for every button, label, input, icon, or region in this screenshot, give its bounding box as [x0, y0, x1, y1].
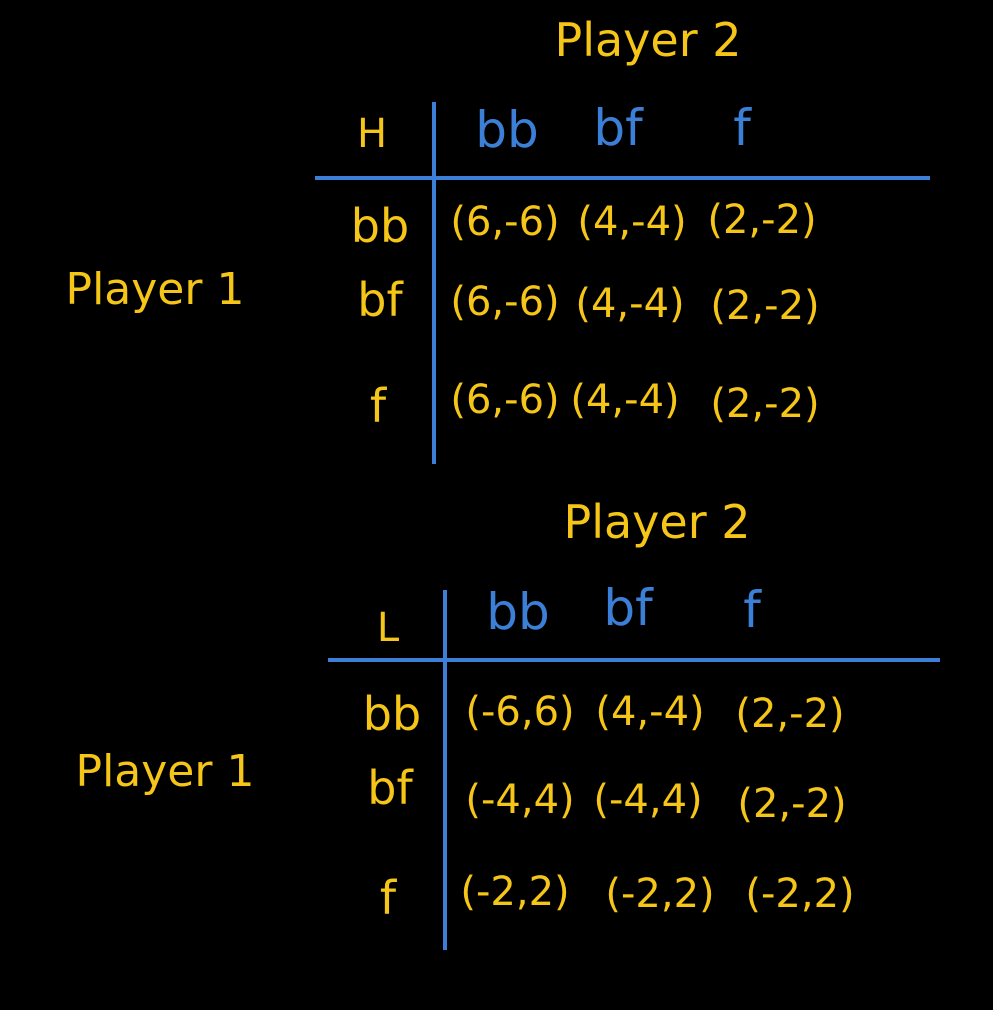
- payoff-cell: (2,-2): [735, 691, 845, 737]
- column-player-title: Player 2: [554, 13, 742, 67]
- payoff-cell: (6,-6): [450, 377, 560, 423]
- payoff-cell: (4,-4): [570, 377, 680, 423]
- row-header: bb: [362, 687, 422, 741]
- row-player-label: Player 1: [75, 746, 255, 797]
- row-divider-line: [443, 590, 447, 950]
- row-divider-line: [432, 102, 436, 464]
- row-header: f: [369, 379, 387, 433]
- payoff-cell: (2,-2): [707, 197, 817, 243]
- payoff-cell: (2,-2): [737, 781, 847, 827]
- column-header: bf: [603, 579, 653, 637]
- header-divider-line: [328, 658, 940, 662]
- row-header: bb: [350, 199, 410, 253]
- payoff-cell: (2,-2): [710, 283, 820, 329]
- row-player-label: Player 1: [65, 264, 245, 315]
- column-header: bf: [593, 99, 643, 157]
- payoff-cell: (2,-2): [710, 381, 820, 427]
- row-header: f: [379, 871, 397, 925]
- corner-label: L: [376, 605, 400, 651]
- payoff-cell: (-2,2): [745, 871, 855, 917]
- payoff-cell: (6,-6): [450, 279, 560, 325]
- column-header: bb: [486, 583, 550, 641]
- payoff-cell: (-2,2): [460, 869, 570, 915]
- header-divider-line: [315, 176, 930, 180]
- corner-label: H: [356, 111, 388, 157]
- column-header: f: [743, 581, 761, 639]
- column-player-title: Player 2: [563, 495, 751, 549]
- row-header: bf: [367, 761, 413, 815]
- payoff-cell: (4,-4): [577, 199, 687, 245]
- payoff-cell: (-4,4): [593, 777, 703, 823]
- payoff-cell: (-2,2): [605, 871, 715, 917]
- column-header: bb: [475, 101, 539, 159]
- payoff-cell: (-6,6): [465, 689, 575, 735]
- payoff-cell: (4,-4): [575, 281, 685, 327]
- row-header: bf: [357, 273, 403, 327]
- payoff-cell: (4,-4): [595, 689, 705, 735]
- payoff-cell: (6,-6): [450, 199, 560, 245]
- payoff-cell: (-4,4): [465, 777, 575, 823]
- column-header: f: [733, 99, 751, 157]
